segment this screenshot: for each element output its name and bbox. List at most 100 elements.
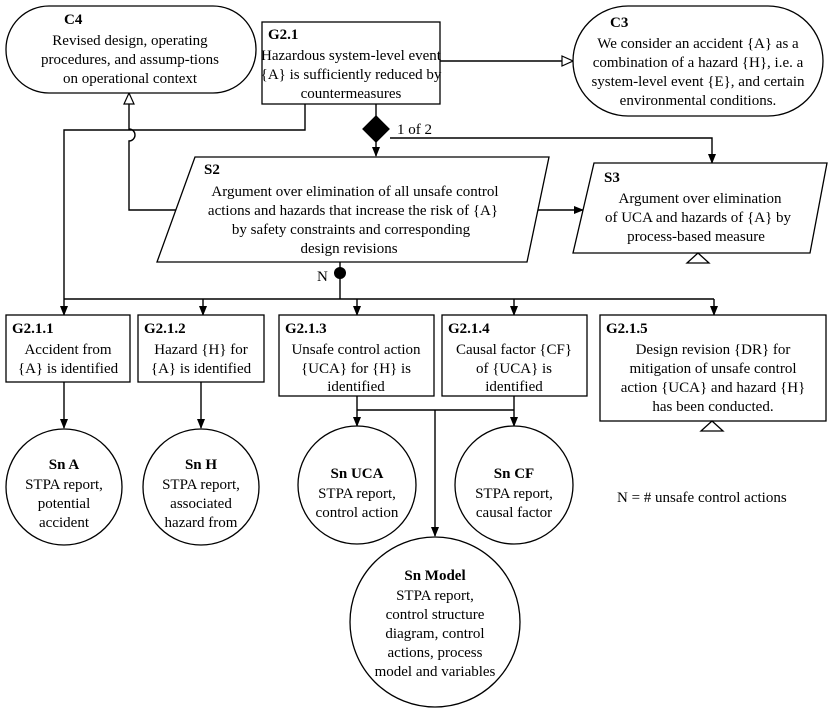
solution-sn-cf: Sn CF STPA report, causal factor: [454, 425, 574, 545]
goal-g214: G2.1.4 Causal factor {CF} of {UCA} is id…: [441, 314, 588, 397]
context-c4-line-3: on operational context: [63, 71, 198, 87]
goal-g214-line-2: of {UCA} is: [476, 361, 552, 377]
context-c4-id: C4: [64, 12, 83, 28]
goal-g211-line-1: Accident from: [24, 342, 111, 358]
goal-g212-line-1: Hazard {H} for: [154, 342, 248, 358]
goal-g215-id: G2.1.5: [606, 321, 648, 337]
goal-g21-line-2: {A} is sufficiently reduced by: [261, 67, 442, 83]
goal-g214-id: G2.1.4: [448, 321, 490, 337]
solution-sn-model: Sn Model STPA report, control structure …: [349, 536, 521, 708]
solution-sn-a-line-1: STPA report,: [25, 477, 103, 493]
solution-sn-model-line-2: control structure: [386, 607, 485, 623]
solution-sn-cf-shape: [454, 425, 574, 545]
goal-g215-line-3: action {UCA} and hazard {H}: [621, 380, 806, 396]
goal-g215-line-2: mitigation of unsafe control: [629, 361, 796, 377]
goal-g21-line-3: countermeasures: [301, 86, 402, 102]
context-c3-line-3: system-level event {E}, and certain: [591, 74, 805, 90]
solution-sn-uca: Sn UCA STPA report, control action: [297, 425, 417, 545]
goal-g213-line-2: {UCA} for {H} is: [301, 361, 411, 377]
multiplicity-dot-icon: [334, 267, 346, 279]
context-c4-shape: [5, 5, 257, 94]
solution-sn-model-line-1: STPA report,: [396, 588, 474, 604]
choice-diamond-icon: [362, 115, 390, 143]
context-c3-shape: [572, 5, 824, 117]
solution-sn-model-line-5: model and variables: [375, 664, 496, 680]
goal-g21: G2.1 Hazardous system-level event {A} is…: [261, 21, 442, 105]
edge-g21-g211: [60, 104, 306, 316]
goal-g211: G2.1.1 Accident from {A} is identified: [5, 314, 131, 383]
solution-sn-uca-line-2: control action: [316, 505, 399, 521]
goal-g213-shape: [278, 314, 435, 397]
strategy-s3: S3 Argument over elimination of UCA and …: [572, 162, 828, 264]
solution-sn-h-line-1: STPA report,: [162, 477, 240, 493]
solution-sn-cf-line-1: STPA report,: [475, 486, 553, 502]
goal-g211-line-2: {A} is identified: [18, 361, 119, 377]
context-c4-line-2: procedures, and assump-tions: [41, 52, 219, 68]
goal-g21-shape: [261, 21, 441, 105]
legend-note: N = # unsafe control actions: [617, 490, 787, 506]
goal-g211-id: G2.1.1: [12, 321, 54, 337]
solution-sn-cf-id: Sn CF: [494, 466, 534, 482]
goal-g215-line-4: has been conducted.: [652, 399, 773, 415]
solution-sn-cf-line-2: causal factor: [476, 505, 552, 521]
context-c3-line-1: We consider an accident {A} as a: [597, 36, 799, 52]
solution-sn-h: Sn H STPA report, associated hazard from: [142, 428, 260, 546]
context-c3-line-4: environmental conditions.: [620, 93, 777, 109]
strategy-s2-line-4: design revisions: [300, 241, 397, 257]
strategy-s2-line-2: actions and hazards that increase the ri…: [208, 203, 498, 219]
goal-g21-line-1: Hazardous system-level event: [261, 48, 442, 64]
multiplicity-label: N: [317, 269, 328, 285]
connectors: [60, 61, 718, 537]
strategy-s2-line-3: by safety constraints and corresponding: [232, 222, 471, 238]
solution-sn-a: Sn A STPA report, potential accident: [5, 428, 123, 546]
context-c3: C3 We consider an accident {A} as a comb…: [572, 5, 824, 117]
solution-sn-model-shape: [349, 536, 521, 708]
goal-g212: G2.1.2 Hazard {H} for {A} is identified: [137, 314, 265, 383]
context-c3-id: C3: [610, 15, 628, 31]
strategy-s2-shape: [156, 156, 550, 263]
strategy-s3-line-1: Argument over elimination: [618, 191, 782, 207]
solution-sn-model-line-3: diagram, control: [385, 626, 484, 642]
goal-g213-line-1: Unsafe control action: [291, 342, 421, 358]
solution-sn-h-line-2: associated: [170, 496, 232, 512]
strategy-s3-shape: [572, 162, 828, 254]
strategy-s2: S2 Argument over elimination of all unsa…: [156, 156, 550, 263]
undeveloped-triangle-icon: [685, 252, 711, 264]
strategy-s3-line-3: process-based measure: [627, 229, 765, 245]
solution-sn-a-line-3: accident: [39, 515, 90, 531]
solution-sn-h-line-3: hazard from: [165, 515, 238, 531]
solution-sn-uca-id: Sn UCA: [331, 466, 384, 482]
goal-g21-id: G2.1: [268, 27, 298, 43]
goal-g213-line-3: identified: [327, 379, 385, 395]
goal-g212-line-2: {A} is identified: [151, 361, 252, 377]
edge-choice-s3: [390, 137, 716, 164]
strategy-s3-line-2: of UCA and hazards of {A} by: [605, 210, 792, 226]
solution-sn-a-shape: [5, 428, 123, 546]
goal-g215: G2.1.5 Design revision {DR} for mitigati…: [599, 314, 827, 432]
strategy-s2-line-1: Argument over elimination of all unsafe …: [211, 184, 498, 200]
context-c4: C4 Revised design, operating procedures,…: [5, 5, 257, 94]
goal-g213: G2.1.3 Unsafe control action {UCA} for {…: [278, 314, 435, 397]
solution-sn-uca-line-1: STPA report,: [318, 486, 396, 502]
strategy-s2-id: S2: [204, 162, 220, 178]
solution-sn-h-id: Sn H: [185, 457, 217, 473]
edge-s2-c4: [129, 93, 215, 211]
solution-sn-a-line-2: potential: [38, 496, 91, 512]
goal-g214-shape: [441, 314, 588, 397]
choice-label: 1 of 2: [397, 122, 432, 138]
context-c3-line-2: combination of a hazard {H}, i.e. a: [593, 55, 804, 71]
solution-sn-model-id: Sn Model: [404, 568, 465, 584]
goal-g213-id: G2.1.3: [285, 321, 327, 337]
goal-g212-id: G2.1.2: [144, 321, 186, 337]
solution-sn-a-id: Sn A: [49, 457, 80, 473]
context-c4-line-1: Revised design, operating: [52, 33, 208, 49]
solution-sn-uca-shape: [297, 425, 417, 545]
undeveloped-triangle-icon: [699, 420, 725, 432]
goal-g215-shape: [599, 314, 827, 422]
goal-g212-shape: [137, 314, 265, 383]
solution-sn-model-line-4: actions, process: [388, 645, 483, 661]
goal-g215-line-1: Design revision {DR} for: [636, 342, 791, 358]
strategy-s3-id: S3: [604, 170, 620, 186]
solution-sn-h-shape: [142, 428, 260, 546]
